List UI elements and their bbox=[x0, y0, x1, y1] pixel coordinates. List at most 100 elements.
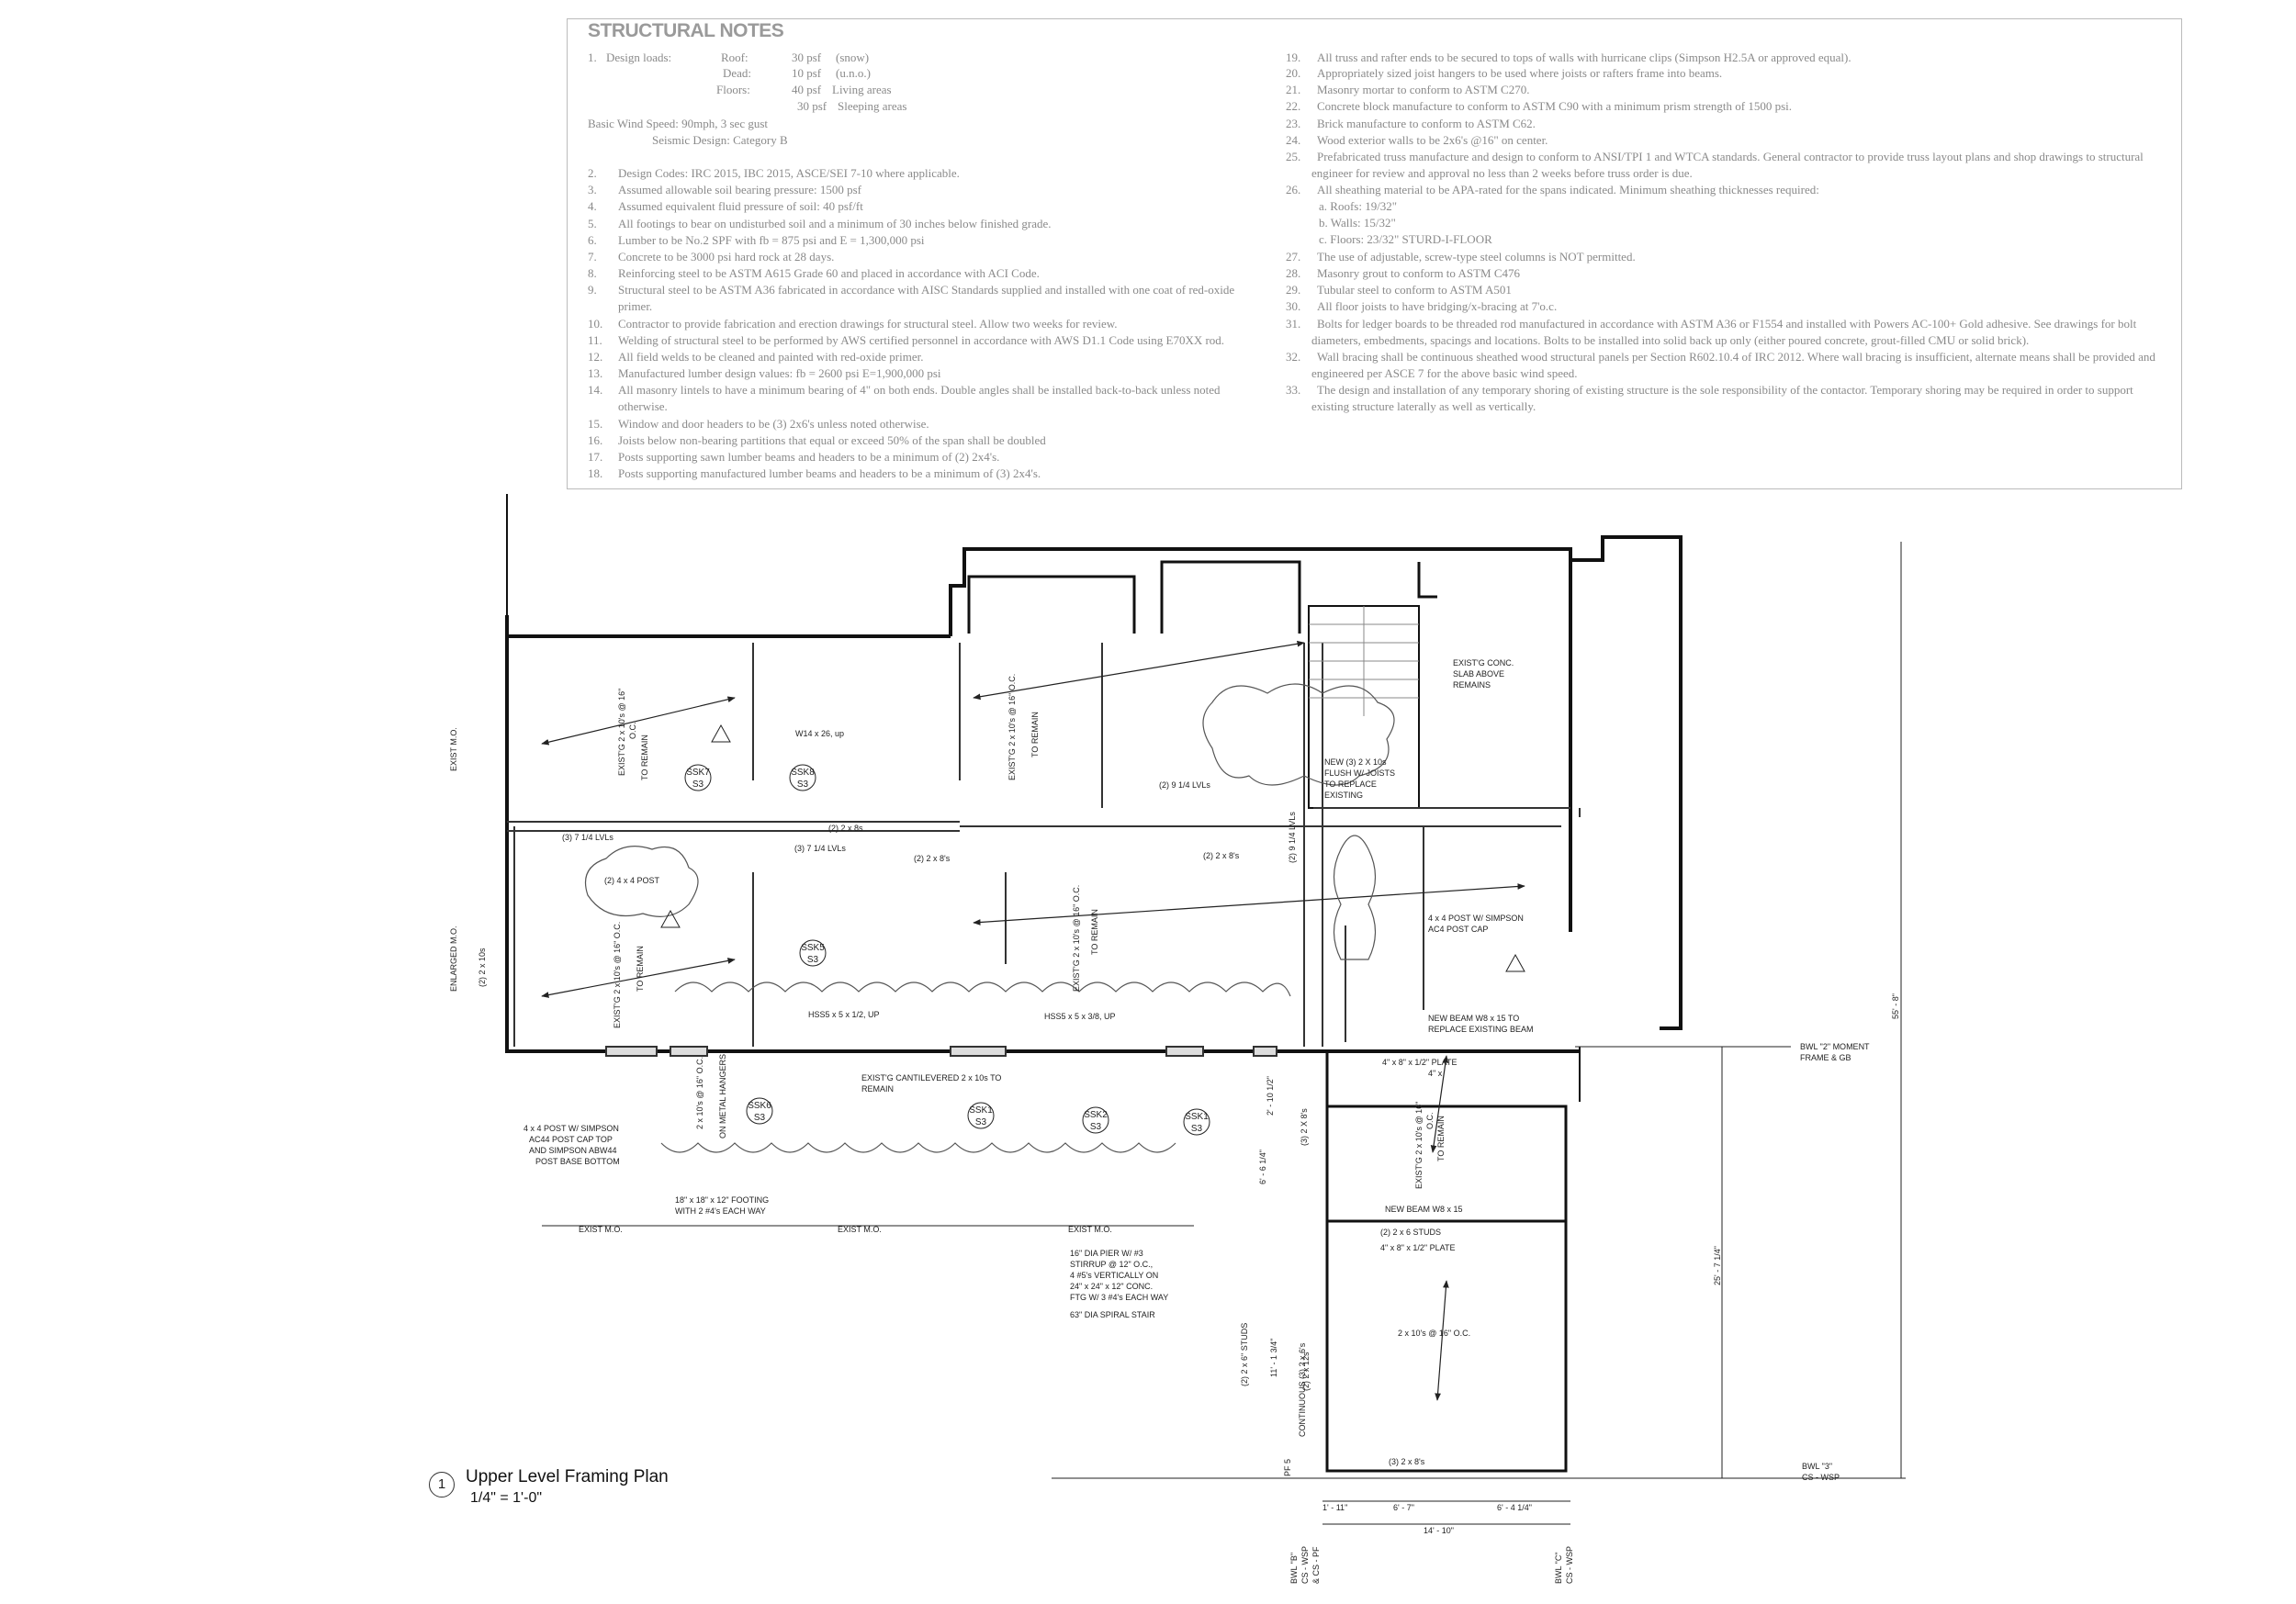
note-text: c. Floors: 23/32" STURD-I-FLOOR bbox=[1319, 232, 1492, 246]
note-text: Reinforcing steel to be ASTM A615 Grade … bbox=[618, 266, 1040, 280]
label-post-left-cap: AC44 POST CAP TOP bbox=[529, 1135, 613, 1144]
label-two-2x12: (2) 2 x 12s bbox=[1301, 1352, 1311, 1391]
label-footing: 18" x 18" x 12" FOOTING bbox=[675, 1195, 769, 1205]
label-cantilever: EXIST'G CANTILEVERED 2 x 10s TO bbox=[861, 1073, 1001, 1082]
note-text: Wood exterior walls to be 2x6's @16" on … bbox=[1317, 133, 1548, 147]
note-text: Tubular steel to conform to ASTM A501 bbox=[1317, 283, 1512, 297]
note-text: Assumed equivalent fluid pressure of soi… bbox=[618, 199, 863, 213]
label-dim-2-10: 2' - 10 1/2" bbox=[1266, 1076, 1275, 1116]
label-plate-b: 4" x 8" x 1/2" PLATE bbox=[1380, 1243, 1455, 1252]
section-ssk7-sheet: S3 bbox=[692, 780, 704, 790]
note-number: 10. bbox=[588, 317, 603, 331]
drawing-number: 1 bbox=[429, 1472, 455, 1497]
note-number: 33. bbox=[1286, 383, 1301, 397]
label-pf5: PF 5 bbox=[1283, 1459, 1292, 1476]
section-ssk8-sheet: S3 bbox=[797, 780, 809, 790]
label-joists-b: EXIST'G 2 x 10's @ 16" O.C. bbox=[613, 922, 622, 1028]
note-number: 22. bbox=[1286, 99, 1301, 113]
label-dim-55-8: 55' - 8" bbox=[1891, 993, 1900, 1019]
note-text: Bolts for ledger boards to be threaded r… bbox=[1317, 317, 2137, 331]
label-hss-b: HSS5 x 5 x 3/8, UP bbox=[1044, 1012, 1116, 1021]
label-joists-a-remain: TO REMAIN bbox=[640, 735, 649, 780]
section-ssk5-sheet: S3 bbox=[807, 955, 819, 965]
label-dim-6-614: 6' - 6 1/4" bbox=[1258, 1150, 1267, 1184]
label-dim-14-10: 14' - 10" bbox=[1424, 1526, 1454, 1535]
note-text: The use of adjustable, screw-type steel … bbox=[1317, 250, 1636, 264]
note-number: 25. bbox=[1286, 150, 1301, 163]
note-number: 11. bbox=[588, 333, 602, 347]
note-number: 12. bbox=[588, 350, 603, 364]
label-three-2x8s: (3) 2 x 8's bbox=[1389, 1457, 1425, 1466]
section-ssk1-b-sheet: S3 bbox=[1191, 1124, 1203, 1134]
section-ssk8: SSK8 bbox=[791, 768, 815, 778]
note-text: (snow) bbox=[836, 50, 870, 64]
note-number: 23. bbox=[1286, 117, 1301, 130]
note-number: 18. bbox=[588, 466, 603, 480]
note-text: Appropriately sized joist hangers to be … bbox=[1317, 66, 1723, 80]
note-text: Seismic Design: Category B bbox=[652, 133, 788, 147]
label-post-cap-ac4: AC4 POST CAP bbox=[1428, 925, 1488, 934]
label-dim-6-414: 6' - 4 1/4" bbox=[1497, 1503, 1532, 1512]
revision-clouds bbox=[584, 683, 1395, 1153]
label-exist-mo-left: EXIST M.O. bbox=[449, 727, 458, 771]
label-pier-vertical: 4 #5's VERTICALLY ON bbox=[1070, 1271, 1158, 1280]
label-post-left-simpson: AND SIMPSON ABW44 bbox=[529, 1146, 617, 1155]
label-studs-2x6: (2) 2 x 6 STUDS bbox=[1380, 1228, 1441, 1237]
note-text: Roof: bbox=[721, 50, 748, 64]
label-new-3-2x10-flush: FLUSH W/ JOISTS bbox=[1324, 768, 1395, 778]
label-lvl-714-a: (3) 7 1/4 LVLs bbox=[562, 833, 613, 842]
note-number: 27. bbox=[1286, 250, 1301, 264]
label-joists-f: 2 x 10's @ 16" O.C. bbox=[695, 1057, 704, 1129]
note-text: Floors: bbox=[716, 83, 750, 96]
label-joists-e-remain: TO REMAIN bbox=[1436, 1116, 1446, 1161]
note-number: 3. bbox=[588, 183, 597, 196]
label-slab: EXIST'G CONC. bbox=[1453, 658, 1514, 667]
section-marks bbox=[684, 764, 1210, 1136]
note-number: 14. bbox=[588, 383, 603, 397]
section-ssk2: SSK2 bbox=[1084, 1110, 1108, 1120]
label-studs-left: (2) 2 x 6" STUDS bbox=[1240, 1323, 1249, 1386]
label-dim-25-714: 25' - 7 1/4" bbox=[1713, 1246, 1722, 1285]
dimension-lines bbox=[542, 542, 1906, 1525]
label-bwl-2-frame: FRAME & GB bbox=[1800, 1053, 1851, 1062]
note-text: Concrete block manufacture to conform to… bbox=[1317, 99, 1793, 113]
label-bwl-2: BWL "2" MOMENT bbox=[1800, 1042, 1870, 1051]
note-text: Welding of structural steel to be perfor… bbox=[618, 333, 1225, 347]
label-new-beam-a: NEW BEAM W8 x 15 TO bbox=[1428, 1014, 1519, 1023]
note-number: 17. bbox=[588, 450, 603, 464]
note-text: Prefabricated truss manufacture and desi… bbox=[1317, 150, 2144, 163]
label-exist-mo-c: EXIST M.O. bbox=[1068, 1225, 1112, 1234]
note-text: Dead: bbox=[723, 66, 752, 80]
note-text: Design loads: bbox=[606, 50, 672, 64]
note-text: 30 psf bbox=[797, 99, 827, 113]
label-bwl-3: BWL "3" bbox=[1802, 1462, 1832, 1471]
note-text: Assumed allowable soil bearing pressure:… bbox=[618, 183, 862, 196]
label-joists-d: EXIST'G 2 x 10's @ 16" O.C. bbox=[1072, 885, 1081, 992]
note-number: 29. bbox=[1286, 283, 1301, 297]
note-text: existing structure laterally as well as … bbox=[1311, 399, 1536, 413]
section-ssk1-b: SSK1 bbox=[1185, 1112, 1209, 1122]
note-number: 31. bbox=[1286, 317, 1301, 331]
note-number: 30. bbox=[1286, 299, 1301, 313]
label-continuous: CONTINUOUS (3) 2 x 6's bbox=[1298, 1342, 1307, 1437]
note-text: otherwise. bbox=[618, 399, 668, 413]
label-slab-above: SLAB ABOVE bbox=[1453, 669, 1504, 679]
label-bwl-b-pf: & CS - PF bbox=[1311, 1546, 1321, 1584]
note-text: Design Codes: IRC 2015, IBC 2015, ASCE/S… bbox=[618, 166, 960, 180]
note-text: All truss and rafter ends to be secured … bbox=[1317, 50, 1851, 64]
label-two-2x10s: (2) 2 x 10s bbox=[478, 948, 487, 987]
label-lvl-914-b: (2) 9 1/4 LVLs bbox=[1288, 812, 1297, 863]
label-dim-1-11: 1' - 11" bbox=[1322, 1503, 1347, 1512]
note-text: Lumber to be No.2 SPF with fb = 875 psi … bbox=[618, 233, 925, 247]
label-two-2x8s-a: (2) 2 x 8s bbox=[828, 824, 863, 833]
label-joists-e: EXIST'G 2 x 10's @ 16" bbox=[1414, 1102, 1424, 1189]
joist-span-arrows bbox=[541, 640, 1525, 1401]
label-bwl-b: BWL "B" bbox=[1289, 1553, 1299, 1584]
label-w14: W14 x 26, up bbox=[795, 729, 844, 738]
label-pier: 16" DIA PIER W/ #3 bbox=[1070, 1249, 1143, 1258]
label-pier-stirrup: STIRRUP @ 12" O.C., bbox=[1070, 1260, 1153, 1269]
label-slab-remains: REMAINS bbox=[1453, 680, 1491, 690]
note-text: primer. bbox=[618, 299, 653, 313]
note-number: 4. bbox=[588, 199, 597, 213]
note-text: a. Roofs: 19/32" bbox=[1319, 199, 1398, 213]
